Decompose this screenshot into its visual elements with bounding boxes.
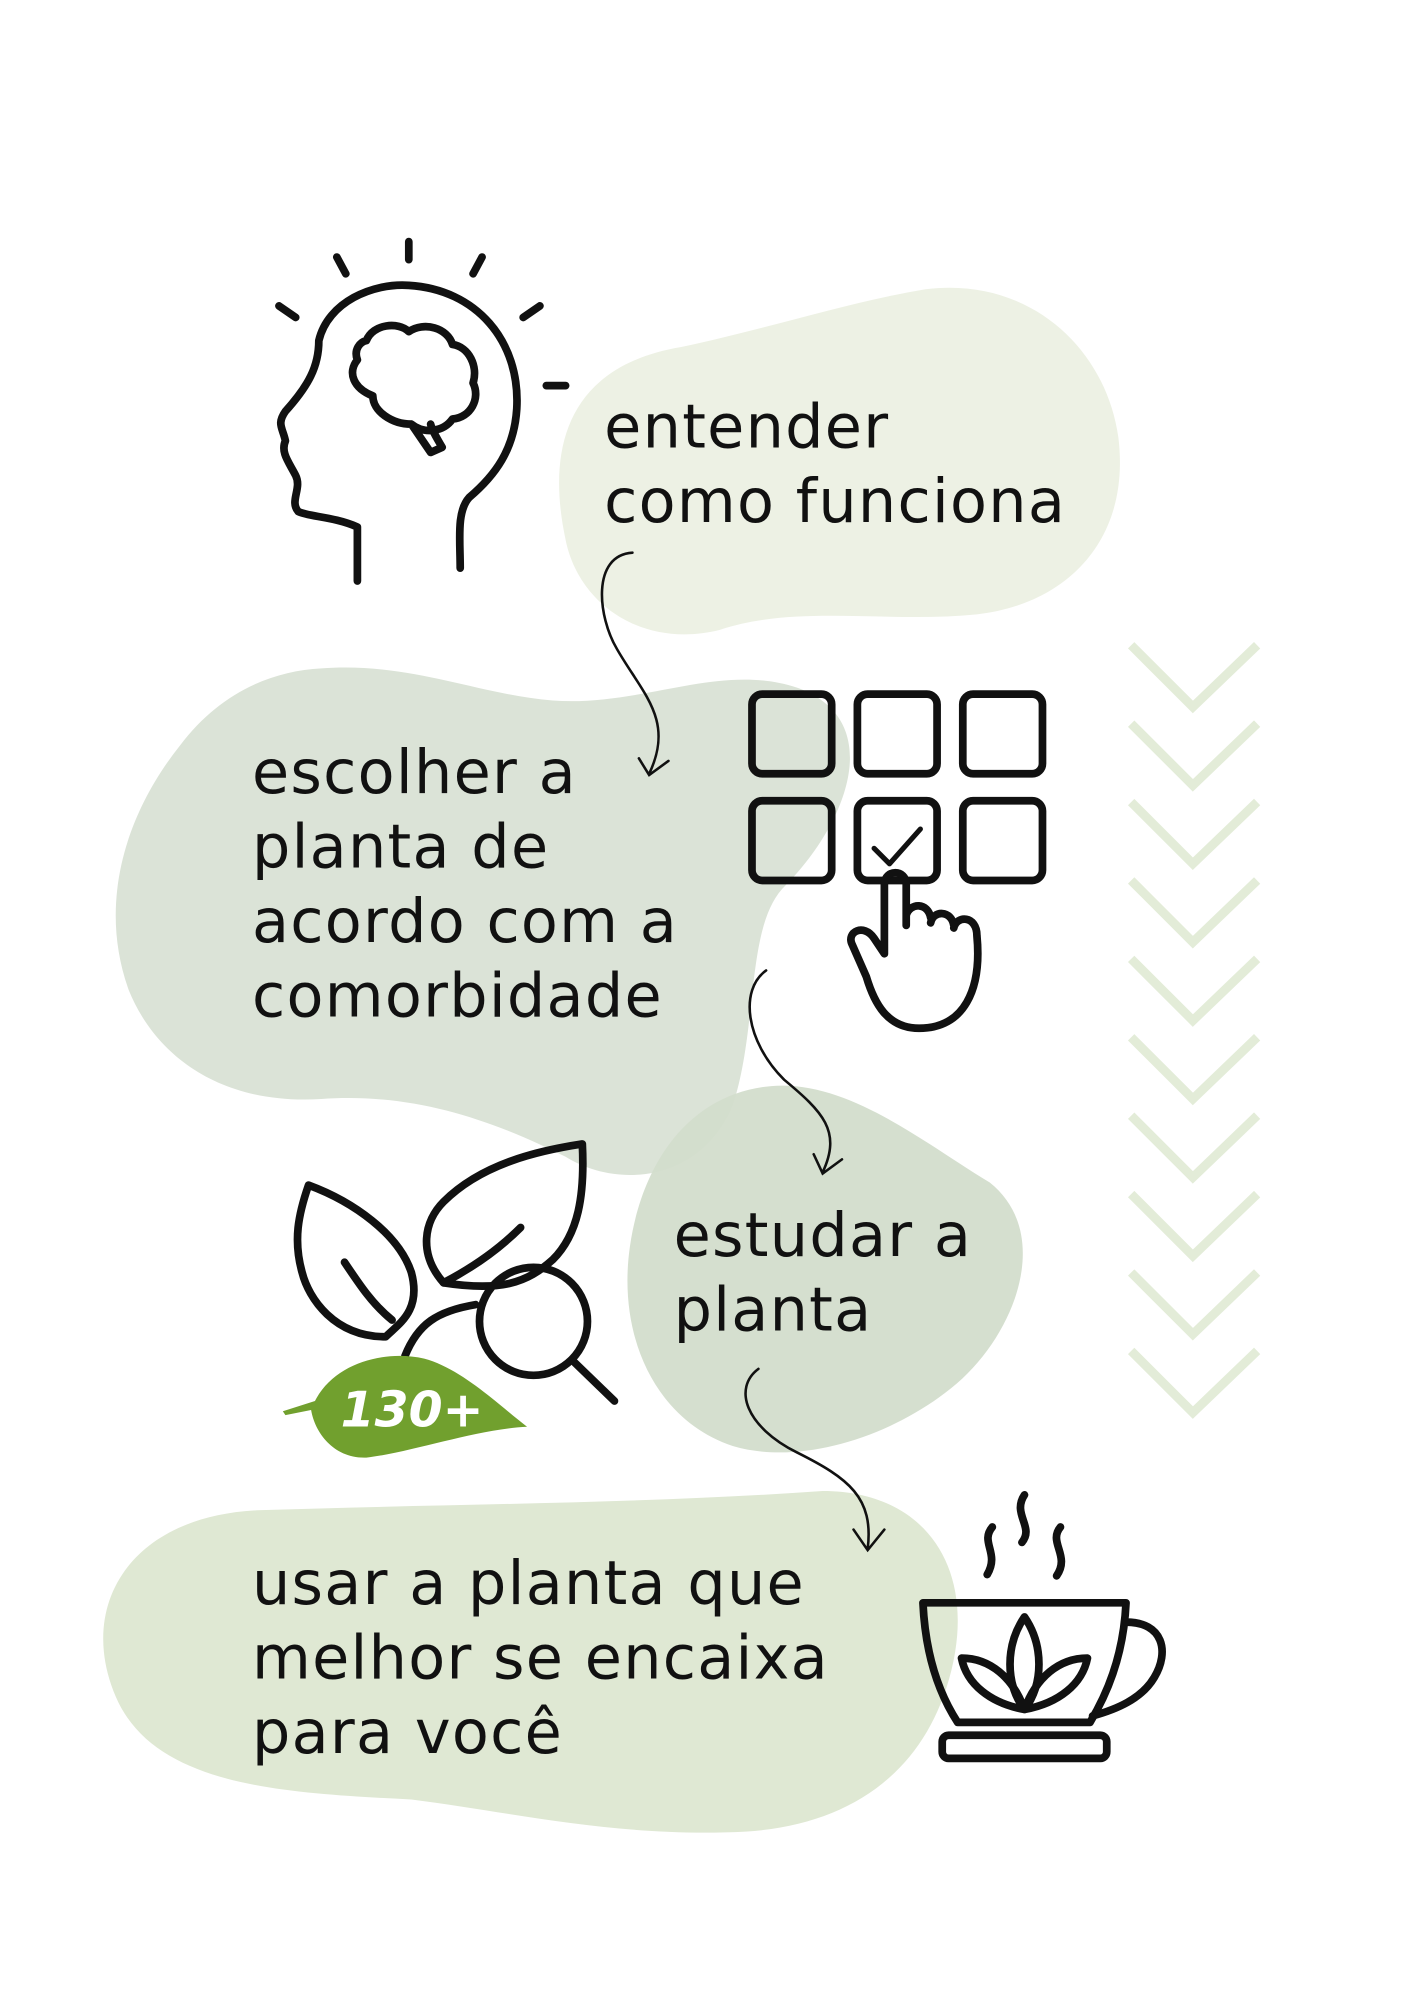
step-3-text: estudar a planta	[674, 1201, 993, 1346]
step-2-text: escolher a planta de acordo com a comorb…	[252, 738, 699, 1032]
arrow-icon	[600, 551, 670, 777]
chevron-down-icon	[1127, 1112, 1261, 1184]
chevron-down-icon	[1127, 1190, 1261, 1263]
chevron-column	[1127, 641, 1261, 1419]
chevron-down-icon	[1127, 798, 1261, 871]
leaves-magnifier-icon: 130+	[282, 1140, 619, 1458]
leaf-badge	[282, 1355, 528, 1458]
chevron-down-icon	[1127, 1269, 1261, 1341]
chevron-down-icon	[1127, 1347, 1261, 1419]
blob-step-4	[103, 1491, 958, 1833]
head-brain-idea-icon	[275, 237, 570, 585]
blob-step-2	[115, 667, 850, 1176]
blob-step-3	[627, 1085, 1023, 1453]
chevron-down-icon	[1127, 877, 1261, 949]
tea-cup-icon	[919, 1491, 1166, 1763]
step-4-text: usar a planta que melhor se encaixa para…	[252, 1549, 849, 1768]
chevron-down-icon	[1127, 955, 1261, 1027]
arrow-icon	[748, 969, 844, 1176]
chevron-down-icon	[1127, 720, 1261, 792]
grid-select-hand-icon	[748, 690, 1047, 1033]
step-1-text: entender como funciona	[604, 392, 1066, 537]
arrow-icon	[744, 1367, 886, 1553]
plant-count-badge: 130+	[341, 1382, 484, 1439]
flow-arrows	[600, 551, 886, 1553]
blob-step-1	[559, 287, 1120, 635]
chevron-down-icon	[1127, 641, 1261, 714]
chevron-down-icon	[1127, 1034, 1261, 1106]
